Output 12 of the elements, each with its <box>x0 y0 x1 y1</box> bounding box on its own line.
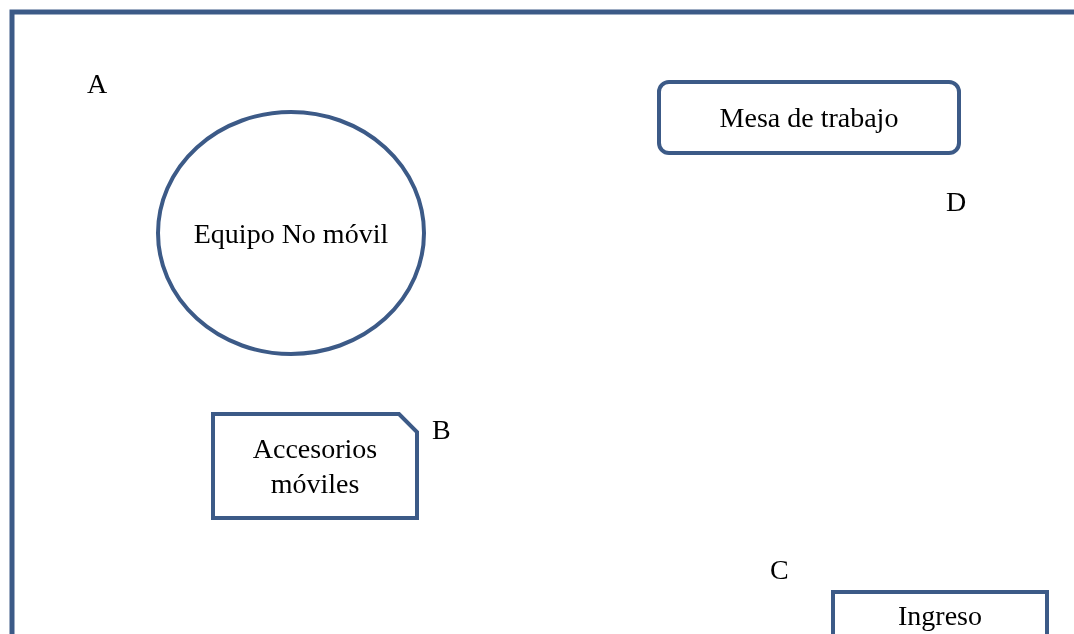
zone-letter: B <box>432 414 451 446</box>
accessories-box <box>211 412 419 520</box>
workbench-box <box>657 80 961 155</box>
zone-letter: D <box>946 186 967 218</box>
node-label: Accesorios móviles <box>251 432 379 501</box>
entrance-box <box>831 590 1049 634</box>
node-label: Equipo No móvil <box>193 216 389 251</box>
node-label: Mesa de trabajo <box>719 101 899 135</box>
node-label: Ingreso <box>898 599 982 633</box>
equipment-circle <box>156 110 426 356</box>
zone-letter: A <box>87 68 108 100</box>
zone-letter: C <box>770 554 789 586</box>
